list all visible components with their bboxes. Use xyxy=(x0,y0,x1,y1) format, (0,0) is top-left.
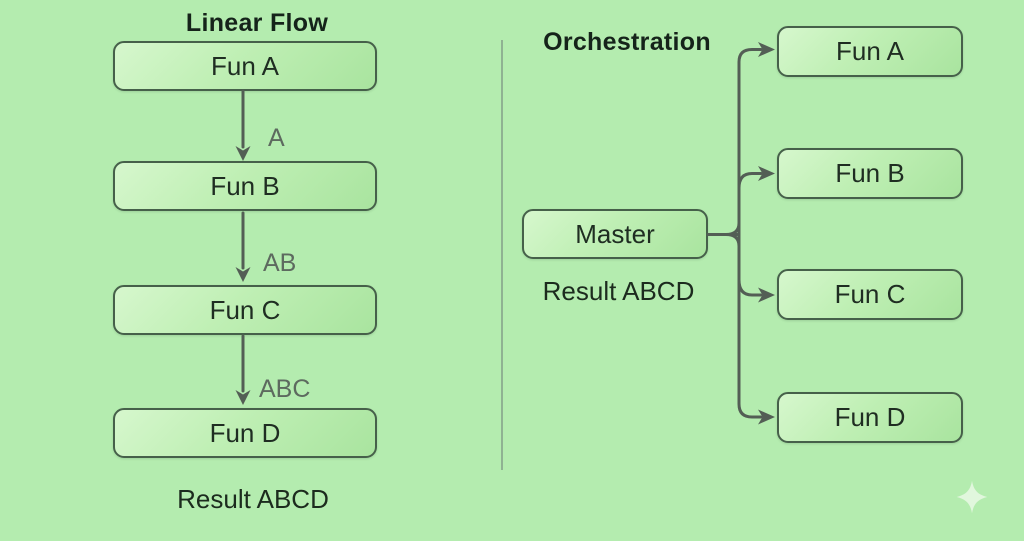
linear-fun-b-box: Fun B xyxy=(113,161,377,211)
orchestration-result-text: Result ABCD xyxy=(542,276,695,306)
linear-fun-a-label: Fun A xyxy=(211,50,279,81)
branch-to-fun-b xyxy=(737,172,763,190)
panel-divider xyxy=(501,40,503,470)
orchestration-fun-c-label: Fun C xyxy=(834,279,906,309)
orchestration-fun-d-label: Fun D xyxy=(834,402,906,432)
linear-fun-b-label: Fun B xyxy=(210,170,280,201)
sparkle-icon xyxy=(956,480,988,514)
fork-up-curve xyxy=(724,221,741,236)
arrowhead-fun-d xyxy=(758,409,775,425)
arrowhead-fun-c xyxy=(758,287,775,303)
sparkle-shape xyxy=(956,480,988,514)
linear-fun-c-label: Fun C xyxy=(209,294,281,325)
orchestration-fun-c-box: Fun C xyxy=(777,269,963,320)
arrowhead-c-to-d xyxy=(235,390,251,405)
trunk-line xyxy=(737,48,763,419)
orchestration-title: Orchestration xyxy=(543,28,711,56)
arrowhead-fun-b xyxy=(758,166,775,181)
branch-to-fun-c xyxy=(737,278,763,297)
arrow-label-abc: ABC xyxy=(259,375,311,403)
arrowhead-b-to-c xyxy=(235,267,251,282)
master-box: Master xyxy=(522,209,708,259)
orchestration-fun-a-box: Fun A xyxy=(777,26,963,77)
master-label: Master xyxy=(575,218,655,249)
arrowhead-a-to-b xyxy=(235,146,251,161)
linear-fun-a-box: Fun A xyxy=(113,41,377,91)
linear-fun-d-label: Fun D xyxy=(209,417,281,448)
linear-flow-title: Linear Flow xyxy=(185,9,329,37)
fork-down-curve xyxy=(724,233,741,248)
orchestration-fun-b-box: Fun B xyxy=(777,148,963,199)
arrowhead-fun-a xyxy=(758,42,775,57)
orchestration-fun-a-label: Fun A xyxy=(836,36,904,66)
orchestration-fun-d-box: Fun D xyxy=(777,392,963,443)
linear-result-text: Result ABCD xyxy=(177,484,329,514)
linear-fun-d-box: Fun D xyxy=(113,408,377,458)
orchestration-fun-b-label: Fun B xyxy=(835,158,905,188)
arrow-label-ab: AB xyxy=(263,249,297,277)
arrow-label-a: A xyxy=(268,124,285,152)
linear-fun-c-box: Fun C xyxy=(113,285,377,335)
